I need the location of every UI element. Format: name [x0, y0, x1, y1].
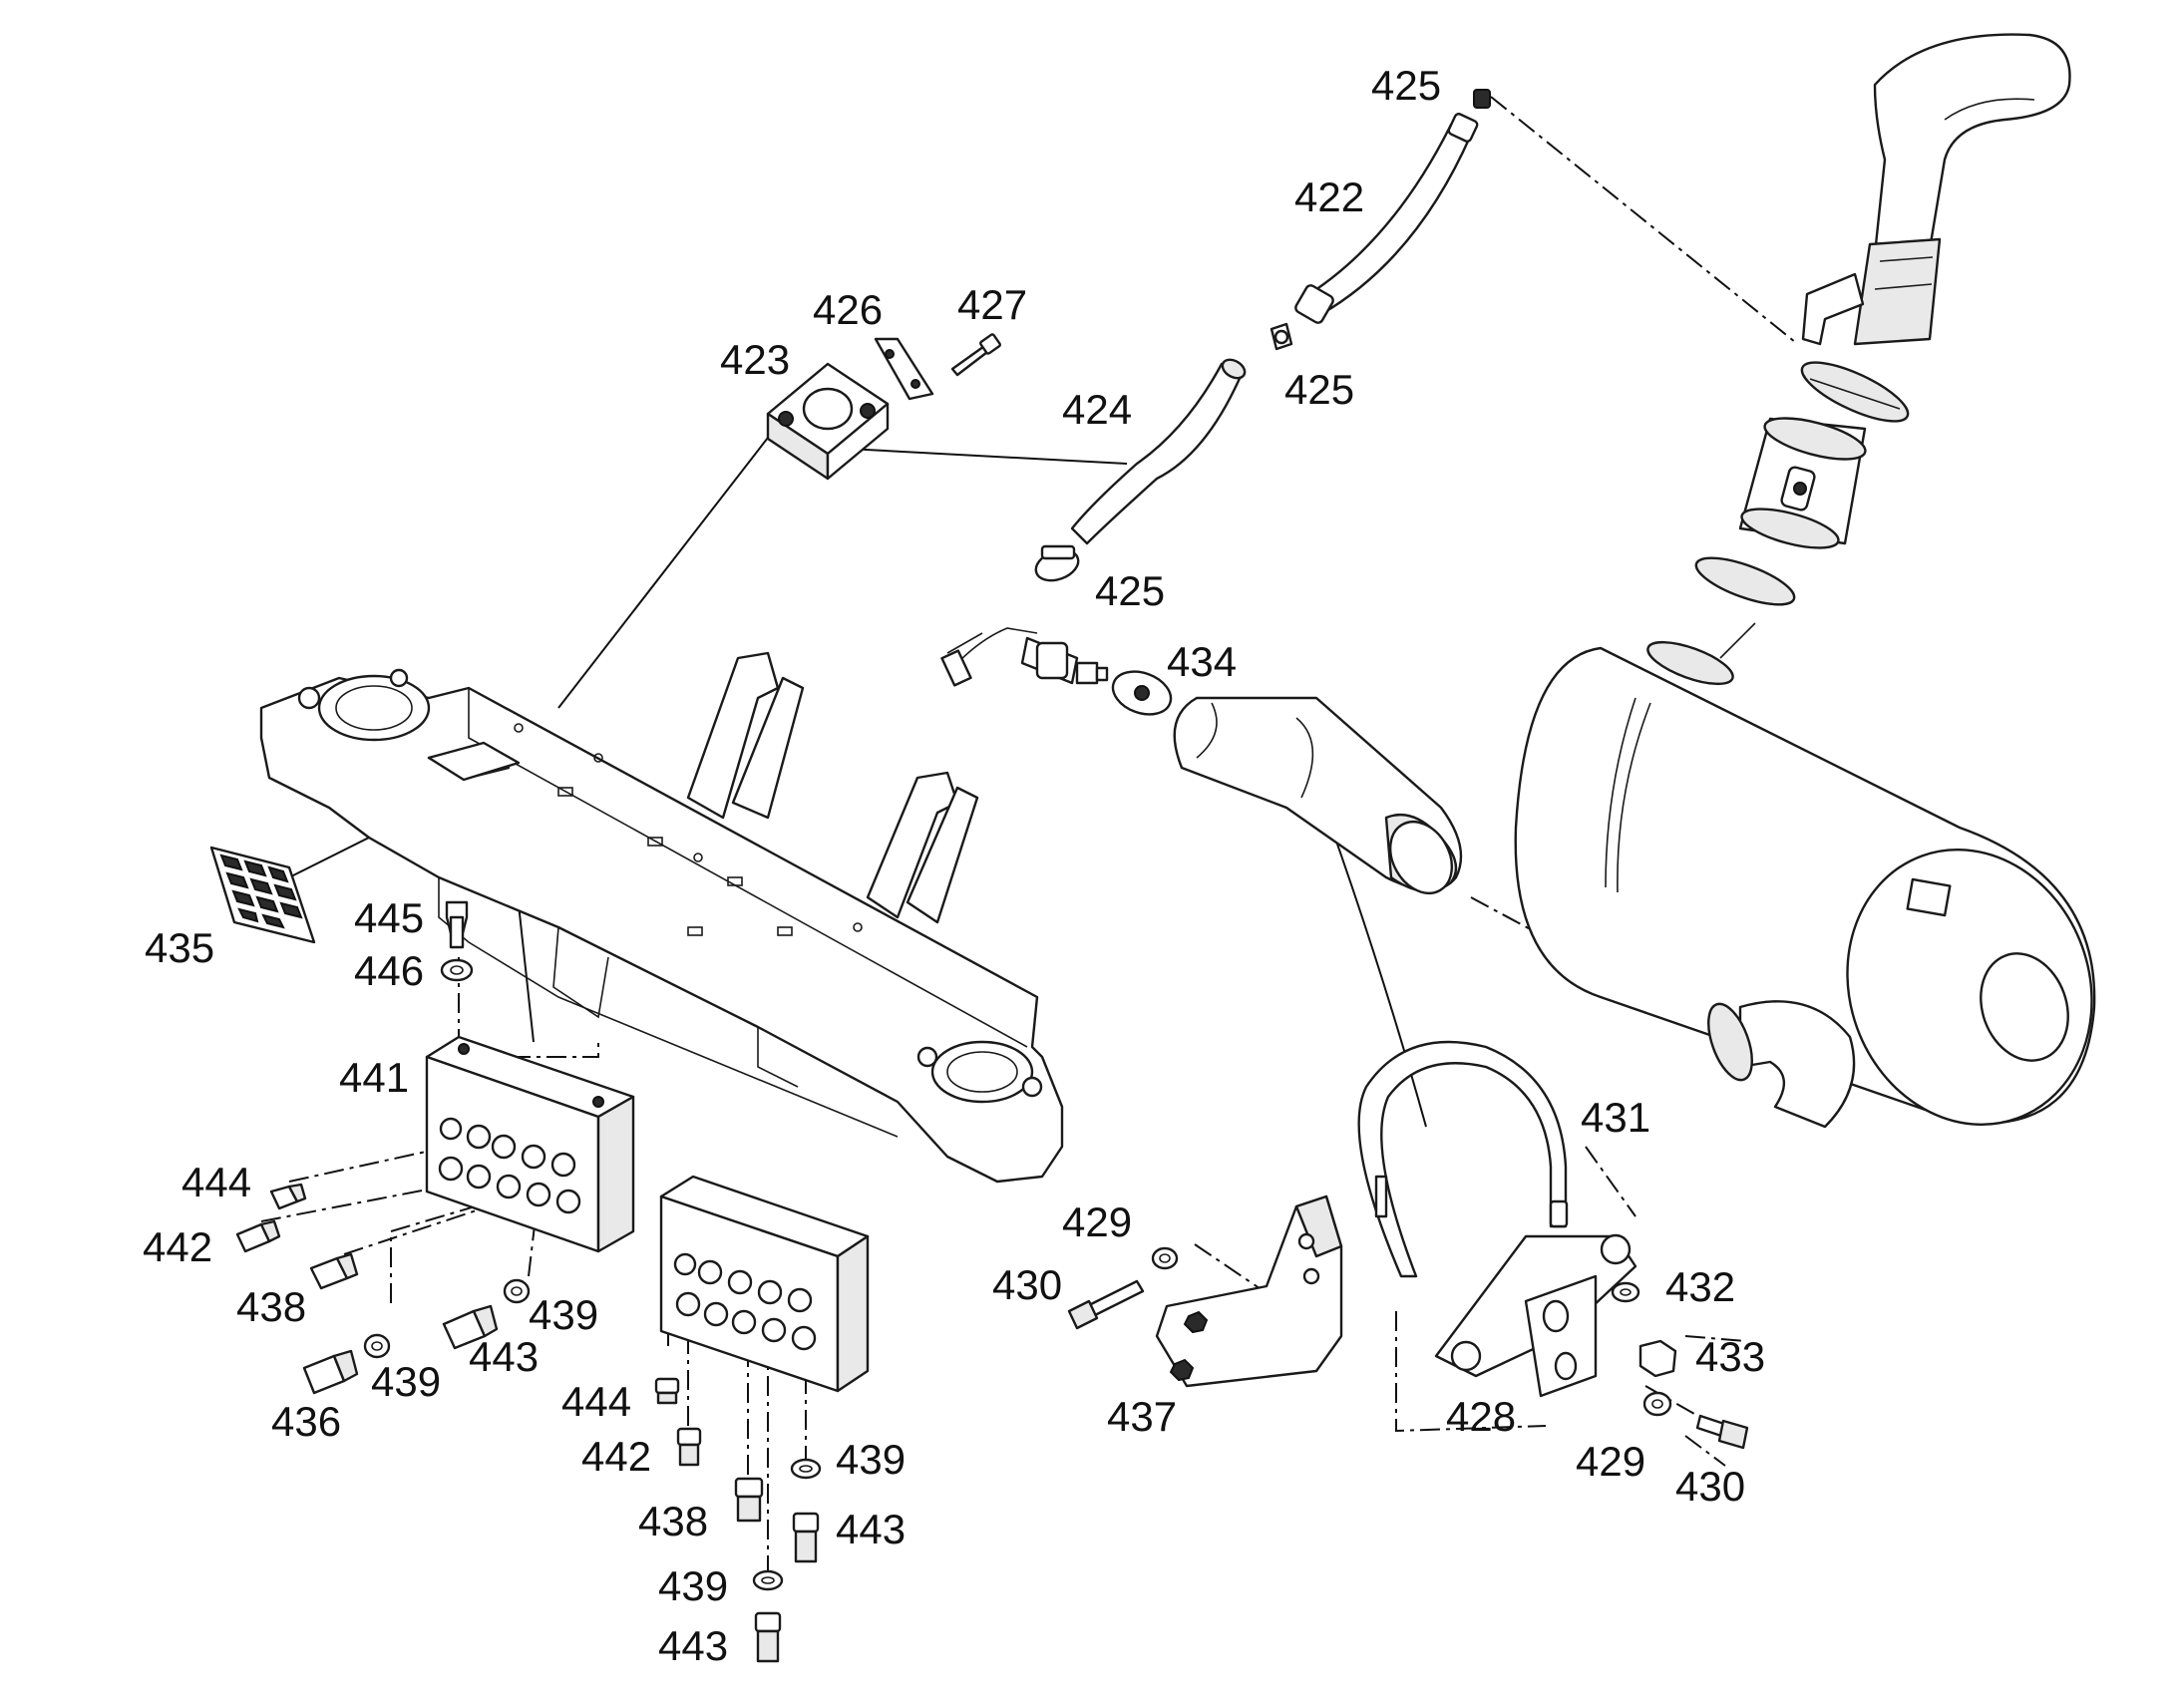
washer-439d	[752, 1569, 784, 1591]
fitting-443c	[754, 1611, 782, 1663]
fitting-443a	[442, 1304, 499, 1350]
callout-446: 446	[354, 947, 424, 994]
manifold-block-441	[425, 1035, 635, 1253]
u-bolt-431	[1357, 1040, 1569, 1278]
sensor-434	[940, 627, 1173, 716]
callout-443-a: 443	[469, 1333, 539, 1380]
callout-427: 427	[957, 281, 1027, 328]
callout-441: 441	[339, 1054, 409, 1101]
callout-435: 435	[145, 924, 214, 971]
fitting-442b	[676, 1427, 702, 1467]
callout-432: 432	[1665, 1263, 1735, 1310]
bolt-430b	[1695, 1414, 1749, 1450]
callout-430-b: 430	[1675, 1463, 1745, 1510]
grille-plate-435	[209, 846, 316, 944]
bolt-430a	[1067, 1279, 1145, 1330]
bolt-445	[445, 900, 469, 949]
callout-434: 434	[1167, 638, 1237, 685]
callout-436: 436	[271, 1398, 341, 1445]
washer-446	[440, 958, 474, 982]
fitting-438b	[734, 1477, 764, 1523]
callout-443-c: 443	[658, 1622, 728, 1669]
callout-442-a: 442	[143, 1223, 212, 1270]
callout-431: 431	[1581, 1094, 1650, 1141]
exhaust-stack-assembly	[1646, 33, 2071, 686]
callout-439-b: 439	[371, 1358, 441, 1405]
callout-437: 437	[1107, 1393, 1177, 1440]
nut-433	[1638, 1339, 1677, 1378]
washer-439c	[790, 1458, 822, 1480]
bolt-427	[950, 333, 1001, 377]
callout-438-b: 438	[638, 1498, 708, 1544]
plate-426	[874, 337, 934, 401]
callout-443-b: 443	[836, 1506, 906, 1552]
fitting-438a	[309, 1252, 359, 1290]
manifold-block-2	[659, 1175, 870, 1393]
fitting-442a	[235, 1219, 281, 1253]
callout-438-a: 438	[236, 1283, 306, 1330]
callout-444-b: 444	[561, 1378, 631, 1425]
callout-444-a: 444	[182, 1159, 251, 1205]
callout-labels: 425 422 426 427 423 424 425 425 434 435 …	[143, 62, 1765, 1669]
fitting-444a	[269, 1183, 307, 1210]
callout-442-b: 442	[581, 1433, 651, 1480]
callout-424: 424	[1062, 386, 1132, 433]
fitting-443b	[792, 1512, 820, 1563]
fitting-436	[302, 1349, 359, 1395]
callout-428: 428	[1446, 1393, 1516, 1440]
hose-424	[1034, 358, 1247, 582]
callout-439-a: 439	[529, 1291, 598, 1338]
catalyst-tube	[1173, 696, 1463, 894]
callout-439-d: 439	[658, 1562, 728, 1609]
fitting-444b	[654, 1377, 680, 1405]
hose-422	[1270, 89, 1491, 351]
callout-429-b: 429	[1576, 1438, 1645, 1485]
callout-439-c: 439	[836, 1436, 906, 1483]
callout-429-a: 429	[1062, 1198, 1132, 1245]
washer-432	[1611, 1281, 1640, 1303]
washer-439a	[503, 1278, 531, 1304]
washer-429b	[1642, 1391, 1672, 1417]
callout-425-low: 425	[1095, 567, 1165, 614]
callout-425-mid: 425	[1284, 366, 1354, 413]
callout-433: 433	[1695, 1333, 1765, 1380]
muffler	[1514, 646, 2096, 1129]
washer-439b	[363, 1333, 391, 1359]
callout-423: 423	[720, 336, 790, 383]
bracket-437	[1155, 1195, 1343, 1388]
callout-425-top: 425	[1371, 62, 1441, 109]
chassis-frame	[259, 651, 1064, 1184]
washer-429a	[1151, 1246, 1179, 1270]
callout-426: 426	[813, 286, 883, 333]
callout-445: 445	[354, 894, 424, 941]
bracket-423	[766, 362, 890, 481]
callout-422: 422	[1294, 173, 1364, 220]
bracket-428	[1434, 1233, 1637, 1398]
callout-430-a: 430	[992, 1261, 1062, 1308]
